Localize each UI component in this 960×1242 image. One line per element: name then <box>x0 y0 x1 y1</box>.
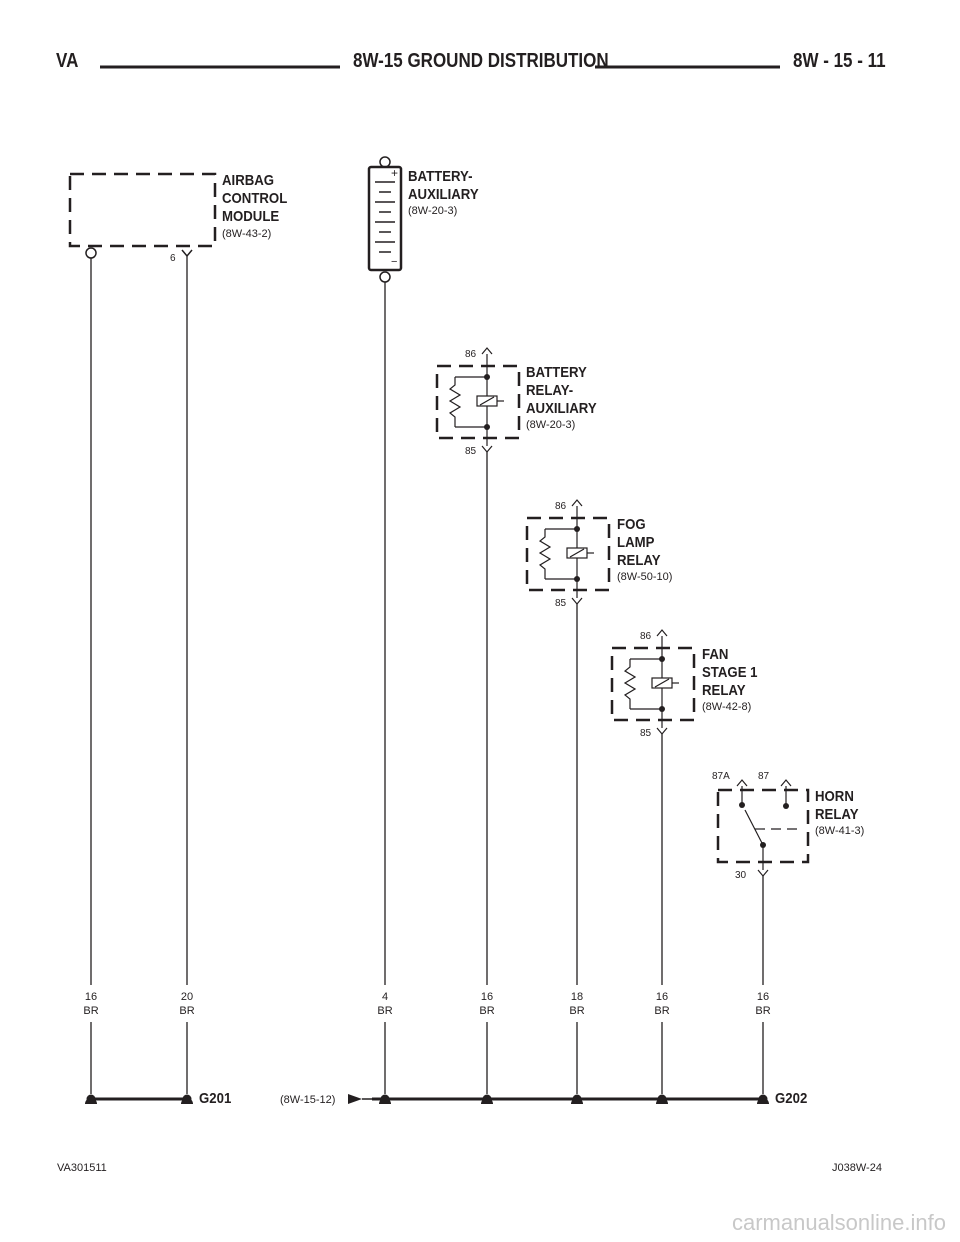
footer-left-code: VA301511 <box>57 1162 107 1174</box>
battery-relay-pin-85: 85 <box>465 446 477 457</box>
header-left: VA <box>56 50 79 72</box>
battery-label-1: BATTERY- <box>408 168 473 185</box>
wire-3-color: BR <box>377 1005 393 1017</box>
horn-relay-symbol <box>716 779 810 877</box>
battery-relay-pin-86: 86 <box>465 349 477 360</box>
battery-relay-label-1: BATTERY <box>526 364 587 381</box>
ground-continuation-ref: (8W-15-12) <box>280 1094 336 1106</box>
horn-relay-pin-87: 87 <box>758 771 770 782</box>
fan-relay-label-3: RELAY <box>702 682 746 699</box>
horn-relay-label-2: RELAY <box>815 806 859 823</box>
fog-relay-label-1: FOG <box>617 516 646 533</box>
battery-minus: − <box>391 256 398 268</box>
wire-2-color: BR <box>179 1005 195 1017</box>
fan-stage-1-relay-symbol <box>610 629 696 735</box>
battery-relay-label-3: AUXILIARY <box>526 400 597 417</box>
wire-5-color: BR <box>569 1005 585 1017</box>
wire-1-gauge: 16 <box>84 991 98 1003</box>
airbag-label-2: CONTROL <box>222 190 288 207</box>
battery-plus: + <box>391 166 399 180</box>
battery-ref: (8W-20-3) <box>408 205 458 217</box>
battery-label-2: AUXILIARY <box>408 186 479 203</box>
fog-relay-pin-86: 86 <box>555 501 567 512</box>
page-title: 8W-15 GROUND DISTRIBUTION <box>353 50 609 72</box>
airbag-label-3: MODULE <box>222 208 280 225</box>
ground-splices <box>85 1094 769 1104</box>
wire-5-gauge: 18 <box>570 991 584 1003</box>
battery-relay-label-2: RELAY- <box>526 382 574 399</box>
battery-relay-symbol <box>435 347 521 453</box>
horn-relay-pin-87a: 87A <box>712 771 730 782</box>
wire-7-color: BR <box>755 1005 771 1017</box>
wire-6-gauge: 16 <box>655 991 669 1003</box>
battery-auxiliary-symbol <box>367 156 403 283</box>
wire-2-gauge: 20 <box>180 991 194 1003</box>
airbag-control-module-symbol <box>68 172 217 259</box>
fan-relay-label-1: FAN <box>702 646 729 663</box>
horn-relay-pin-30: 30 <box>735 870 747 881</box>
fog-lamp-relay-symbol <box>525 499 611 605</box>
footer-right-code: J038W-24 <box>832 1162 882 1174</box>
watermark: carmanualsonline.info <box>731 1210 946 1235</box>
wire-6-color: BR <box>654 1005 670 1017</box>
wire-paths <box>90 256 764 1094</box>
wire-4-color: BR <box>479 1005 495 1017</box>
airbag-ref: (8W-43-2) <box>222 228 272 240</box>
ground-g202-label: G202 <box>775 1090 808 1107</box>
page-number: 8W - 15 - 11 <box>793 50 886 72</box>
continuation-arrow-icon <box>348 1094 362 1104</box>
airbag-pin-6: 6 <box>170 253 176 264</box>
horn-relay-ref: (8W-41-3) <box>815 825 865 837</box>
battery-relay-ref: (8W-20-3) <box>526 419 576 431</box>
wire-1-color: BR <box>83 1005 99 1017</box>
wire-3-gauge: 4 <box>381 991 389 1003</box>
fan-relay-pin-85: 85 <box>640 728 652 739</box>
wire-7-gauge: 16 <box>756 991 770 1003</box>
ground-g201-label: G201 <box>199 1090 232 1107</box>
horn-relay-label-1: HORN <box>815 788 854 805</box>
wire-4-gauge: 16 <box>480 991 494 1003</box>
fan-relay-ref: (8W-42-8) <box>702 701 752 713</box>
fog-relay-ref: (8W-50-10) <box>617 571 673 583</box>
fog-relay-label-3: RELAY <box>617 552 661 569</box>
airbag-label-1: AIRBAG <box>222 172 275 189</box>
fan-relay-label-2: STAGE 1 <box>702 664 758 681</box>
fog-relay-pin-85: 85 <box>555 598 567 609</box>
fan-relay-pin-86: 86 <box>640 631 652 642</box>
fog-relay-label-2: LAMP <box>617 534 655 551</box>
